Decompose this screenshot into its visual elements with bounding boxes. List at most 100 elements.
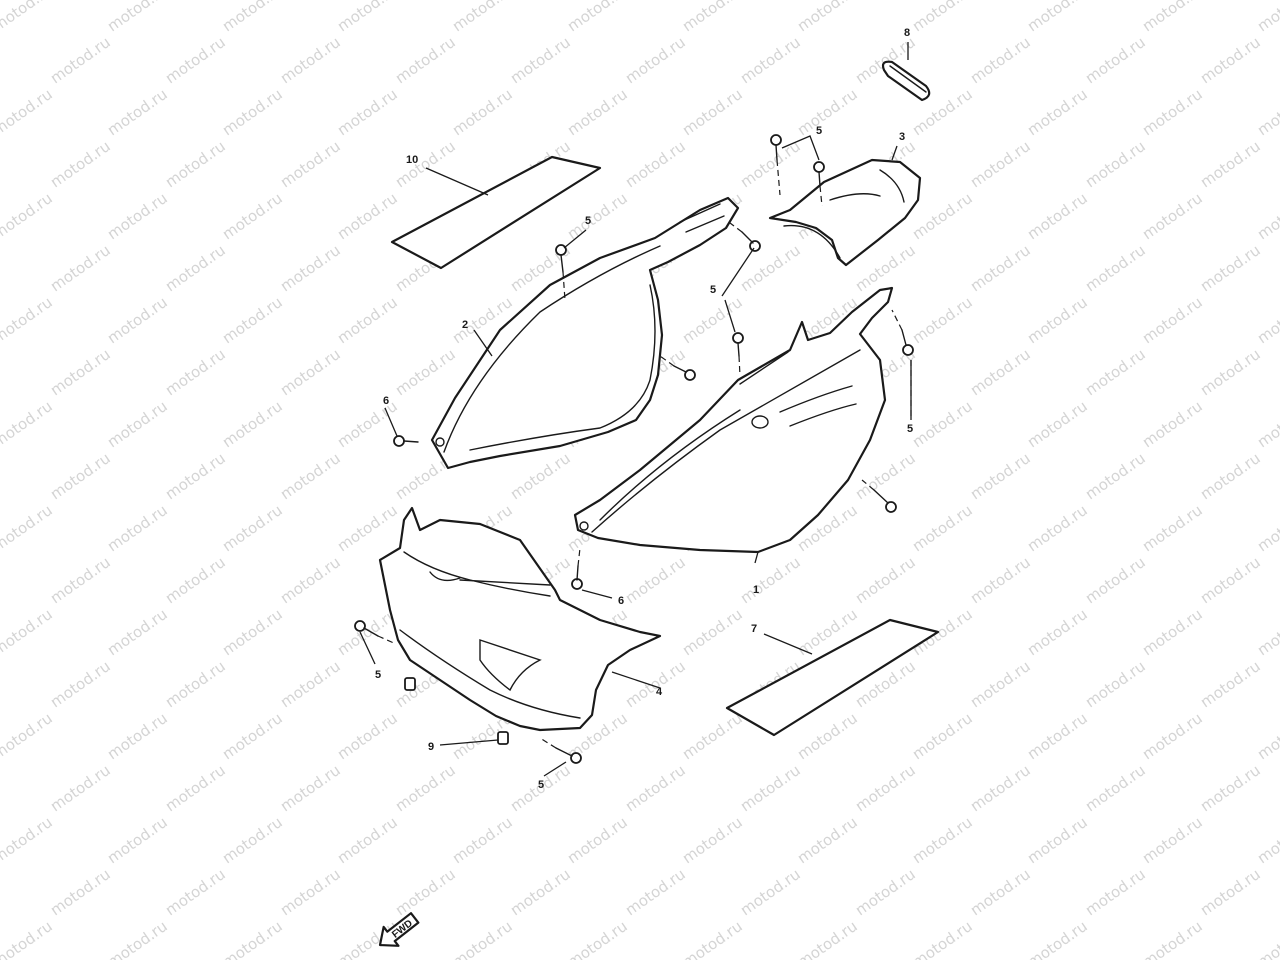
watermark-text: motod.ru — [1139, 397, 1206, 451]
callout-10: 10 — [406, 154, 418, 166]
watermark-text: motod.ru — [1254, 813, 1280, 867]
watermark-text: motod.ru — [47, 761, 114, 815]
watermark-text: motod.ru — [277, 553, 344, 607]
callout-6a: 6 — [383, 395, 389, 407]
watermark-text: motod.ru — [1254, 501, 1280, 555]
watermark-text: motod.ru — [449, 917, 516, 960]
watermark-text: motod.ru — [449, 813, 516, 867]
watermark-text: motod.ru — [277, 241, 344, 295]
watermark-text: motod.ru — [1139, 501, 1206, 555]
watermark-text: motod.ru — [967, 33, 1034, 87]
watermark-text: motod.ru — [1024, 0, 1091, 35]
watermark-text: motod.ru — [277, 657, 344, 711]
watermark-text: motod.ru — [1082, 553, 1149, 607]
callout-5b: 5 — [816, 125, 822, 137]
watermark-text: motod.ru — [47, 241, 114, 295]
watermark-text: motod.ru — [1197, 449, 1264, 503]
watermark-text: motod.ru — [162, 241, 229, 295]
watermark-text: motod.ru — [0, 397, 56, 451]
watermark-text: motod.ru — [967, 761, 1034, 815]
watermark-text: motod.ru — [852, 761, 919, 815]
watermark-text: motod.ru — [1197, 137, 1264, 191]
watermark-text: motod.ru — [277, 345, 344, 399]
watermark-text: motod.ru — [47, 345, 114, 399]
watermark-text: motod.ru — [277, 449, 344, 503]
watermark-text: motod.ru — [0, 917, 56, 960]
watermark-text: motod.ru — [1139, 293, 1206, 347]
side-cover-2 — [430, 196, 740, 470]
watermark-text: motod.ru — [334, 501, 401, 555]
watermark-text: motod.ru — [219, 293, 286, 347]
watermark-text: motod.ru — [1082, 449, 1149, 503]
watermark-text: motod.ru — [564, 189, 631, 243]
watermark-text: motod.ru — [1024, 189, 1091, 243]
watermark-text: motod.ru — [1082, 241, 1149, 295]
watermark-text: motod.ru — [737, 865, 804, 919]
watermark-text: motod.ru — [449, 85, 516, 139]
watermark-text: motod.ru — [162, 865, 229, 919]
watermark-text: motod.ru — [219, 501, 286, 555]
watermark-text: motod.ru — [564, 917, 631, 960]
watermark-text: motod.ru — [219, 189, 286, 243]
watermark-text: motod.ru — [679, 917, 746, 960]
watermark-text: motod.ru — [277, 137, 344, 191]
watermark-text: motod.ru — [679, 813, 746, 867]
watermark-text: motod.ru — [104, 501, 171, 555]
watermark-text: motod.ru — [1197, 33, 1264, 87]
watermark-text: motod.ru — [909, 917, 976, 960]
watermark-text: motod.ru — [507, 33, 574, 87]
watermark-text: motod.ru — [794, 813, 861, 867]
watermark-text: motod.ru — [1139, 917, 1206, 960]
watermark-text: motod.ru — [1197, 657, 1264, 711]
watermark-text: motod.ru — [622, 865, 689, 919]
watermark-text: motod.ru — [1197, 865, 1264, 919]
watermark-text: motod.ru — [104, 605, 171, 659]
callout-5e: 5 — [375, 669, 381, 681]
emblem-plate-10 — [390, 155, 602, 270]
watermark-text: motod.ru — [737, 761, 804, 815]
callout-4: 4 — [656, 686, 663, 698]
watermark-text: motod.ru — [1139, 85, 1206, 139]
watermark-text: motod.ru — [1082, 137, 1149, 191]
watermark-text: motod.ru — [794, 917, 861, 960]
watermark-text: motod.ru — [1254, 0, 1280, 35]
watermark-text: motod.ru — [1197, 241, 1264, 295]
assembly-lines — [377, 159, 912, 749]
watermark-text: motod.ru — [737, 241, 804, 295]
watermark-text: motod.ru — [47, 137, 114, 191]
callout-5a: 5 — [585, 215, 591, 227]
watermark-text: motod.ru — [1139, 605, 1206, 659]
watermark-text: motod.ru — [0, 293, 56, 347]
watermark-text: motod.ru — [277, 865, 344, 919]
watermark-text: motod.ru — [967, 657, 1034, 711]
watermark-text: motod.ru — [737, 137, 804, 191]
watermark-text: motod.ru — [852, 553, 919, 607]
watermark-text: motod.ru — [1197, 553, 1264, 607]
callout-3: 3 — [899, 131, 905, 143]
watermark-text: motod.ru — [0, 605, 56, 659]
watermark-text: motod.ru — [679, 709, 746, 763]
emblem-plate-7 — [725, 618, 940, 737]
watermark-text: motod.ru — [679, 0, 746, 35]
watermark-text: motod.ru — [162, 553, 229, 607]
watermark-text: motod.ru — [334, 293, 401, 347]
watermark-text: motod.ru — [909, 501, 976, 555]
watermark-text: motod.ru — [219, 605, 286, 659]
watermark-text: motod.ru — [679, 605, 746, 659]
watermark-text: motod.ru — [0, 0, 56, 35]
grip-8 — [881, 60, 931, 102]
watermark-text: motod.ru — [967, 345, 1034, 399]
watermark-text: motod.ru — [909, 709, 976, 763]
lower-cover-4 — [378, 506, 662, 732]
watermark-text: motod.ru — [334, 397, 401, 451]
watermark-text: motod.ru — [104, 293, 171, 347]
watermark-text: motod.ru — [564, 85, 631, 139]
side-cover-1 — [573, 286, 894, 554]
watermark-text: motod.ru — [507, 449, 574, 503]
watermark-text: motod.ru — [852, 449, 919, 503]
watermark-text: motod.ru — [334, 709, 401, 763]
watermark-text: motod.ru — [1024, 709, 1091, 763]
watermark-text: motod.ru — [162, 657, 229, 711]
watermark-text: motod.ru — [392, 345, 459, 399]
